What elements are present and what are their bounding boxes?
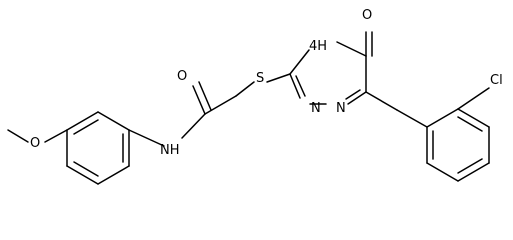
bond <box>457 108 490 128</box>
bond <box>457 87 490 110</box>
bond <box>204 95 237 115</box>
bond <box>192 85 206 115</box>
bond <box>97 111 130 131</box>
double-bond-inner <box>345 89 361 100</box>
atom-label-o-methoxy: O <box>30 136 40 151</box>
double-bond-inner <box>73 119 99 135</box>
bond <box>198 81 212 111</box>
bond <box>426 162 459 182</box>
bond <box>66 165 99 185</box>
bond <box>347 91 367 105</box>
atom-label-s-thioether: S <box>256 71 264 86</box>
bond <box>97 165 130 185</box>
bond <box>128 129 165 147</box>
bond <box>181 113 206 139</box>
atom-label-cl: Cl <box>490 73 503 88</box>
bond <box>336 41 367 57</box>
double-bond-inner <box>73 161 99 177</box>
bond <box>289 49 310 75</box>
bond <box>44 129 68 143</box>
triazinone-ring <box>289 41 367 105</box>
bond <box>266 73 291 83</box>
bond <box>289 73 301 99</box>
atom-label-n-ring-2: N <box>336 101 346 116</box>
methoxyphenyl-ring <box>66 111 130 185</box>
chlorophenyl-ring <box>426 108 490 182</box>
atom-label-nh-ring: 4H <box>309 39 327 54</box>
bond <box>396 109 428 128</box>
atom-label-o-carbonyl-amide: O <box>177 69 187 84</box>
chemical-structure-diagram: O NH O S 4H O N N Cl <box>7 8 503 185</box>
atom-label-o-carbonyl-ring: O <box>362 8 372 23</box>
bond <box>7 129 29 143</box>
bond <box>426 108 459 128</box>
bond <box>365 91 398 111</box>
double-bond-inner <box>457 116 483 132</box>
bond <box>235 81 255 97</box>
double-bond-inner <box>295 75 306 97</box>
double-bond-inner <box>457 158 483 174</box>
atom-label-nh-amide: NH <box>160 143 180 158</box>
bond <box>457 162 490 182</box>
atom-label-n-ring-1: N <box>311 101 321 116</box>
bond <box>66 111 99 131</box>
